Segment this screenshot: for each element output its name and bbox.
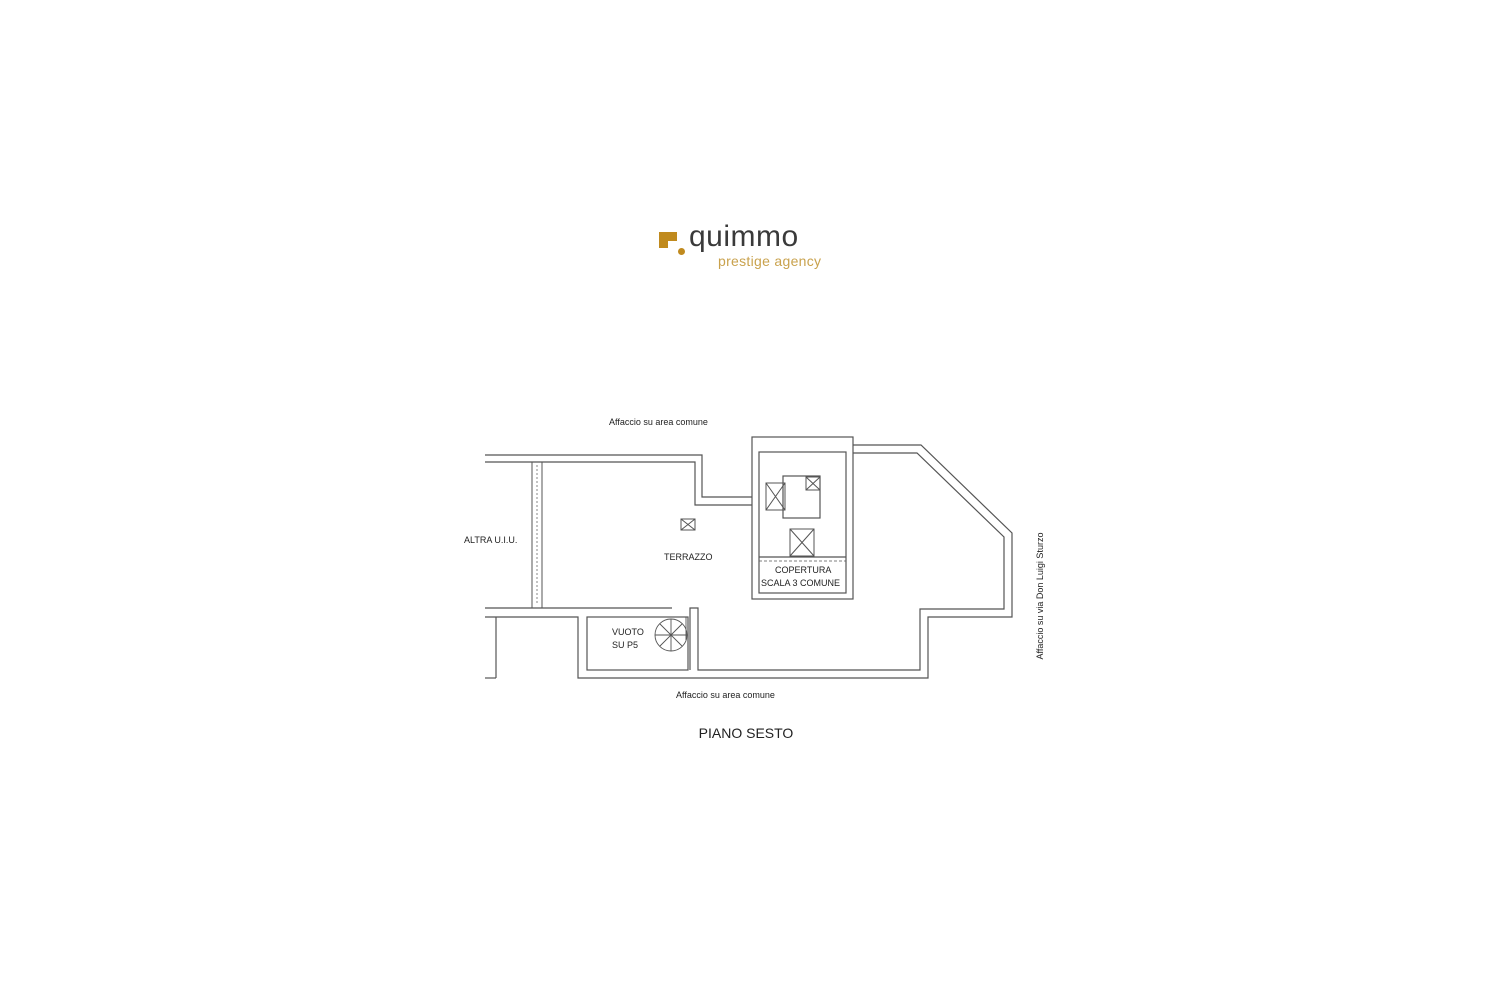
- other-unit-label: ALTRA U.I.U.: [464, 535, 518, 545]
- logo-dot-icon: [678, 248, 685, 255]
- wall-right-inner: [689, 452, 1005, 671]
- skylight-icon: [680, 476, 821, 557]
- wall-top-inner: [485, 461, 752, 506]
- quimmo-logo: quimmo prestige agency: [656, 222, 836, 272]
- stair-cover-label-2: SCALA 3 COMUNE: [761, 578, 841, 588]
- stair-core: [782, 475, 821, 519]
- terrace-label: TERRAZZO: [664, 552, 713, 562]
- logo-tagline: prestige agency: [718, 253, 822, 269]
- bottom-view-label: Affaccio su area comune: [676, 690, 775, 700]
- stair-cover-label-1: COPERTURA: [775, 565, 832, 575]
- top-view-label: Affaccio su area comune: [609, 417, 708, 427]
- spiral-stair-icon: [654, 617, 688, 652]
- wall-top-outer: [485, 454, 752, 498]
- partition-wall: [531, 461, 543, 609]
- wall-right-outer: [485, 444, 1013, 679]
- logo-house-icon: [659, 232, 677, 250]
- logo-name: quimmo: [689, 220, 799, 253]
- stair-block-outer: [751, 436, 854, 600]
- void-area: [586, 616, 689, 671]
- floor-title: PIANO SESTO: [698, 725, 794, 741]
- right-view-label: Affaccio su via Don Luigi Sturzo: [1035, 532, 1045, 660]
- void-label-1: VUOTO: [612, 627, 644, 637]
- stair-block-inner: [758, 451, 847, 594]
- void-label-2: SU P5: [612, 640, 639, 650]
